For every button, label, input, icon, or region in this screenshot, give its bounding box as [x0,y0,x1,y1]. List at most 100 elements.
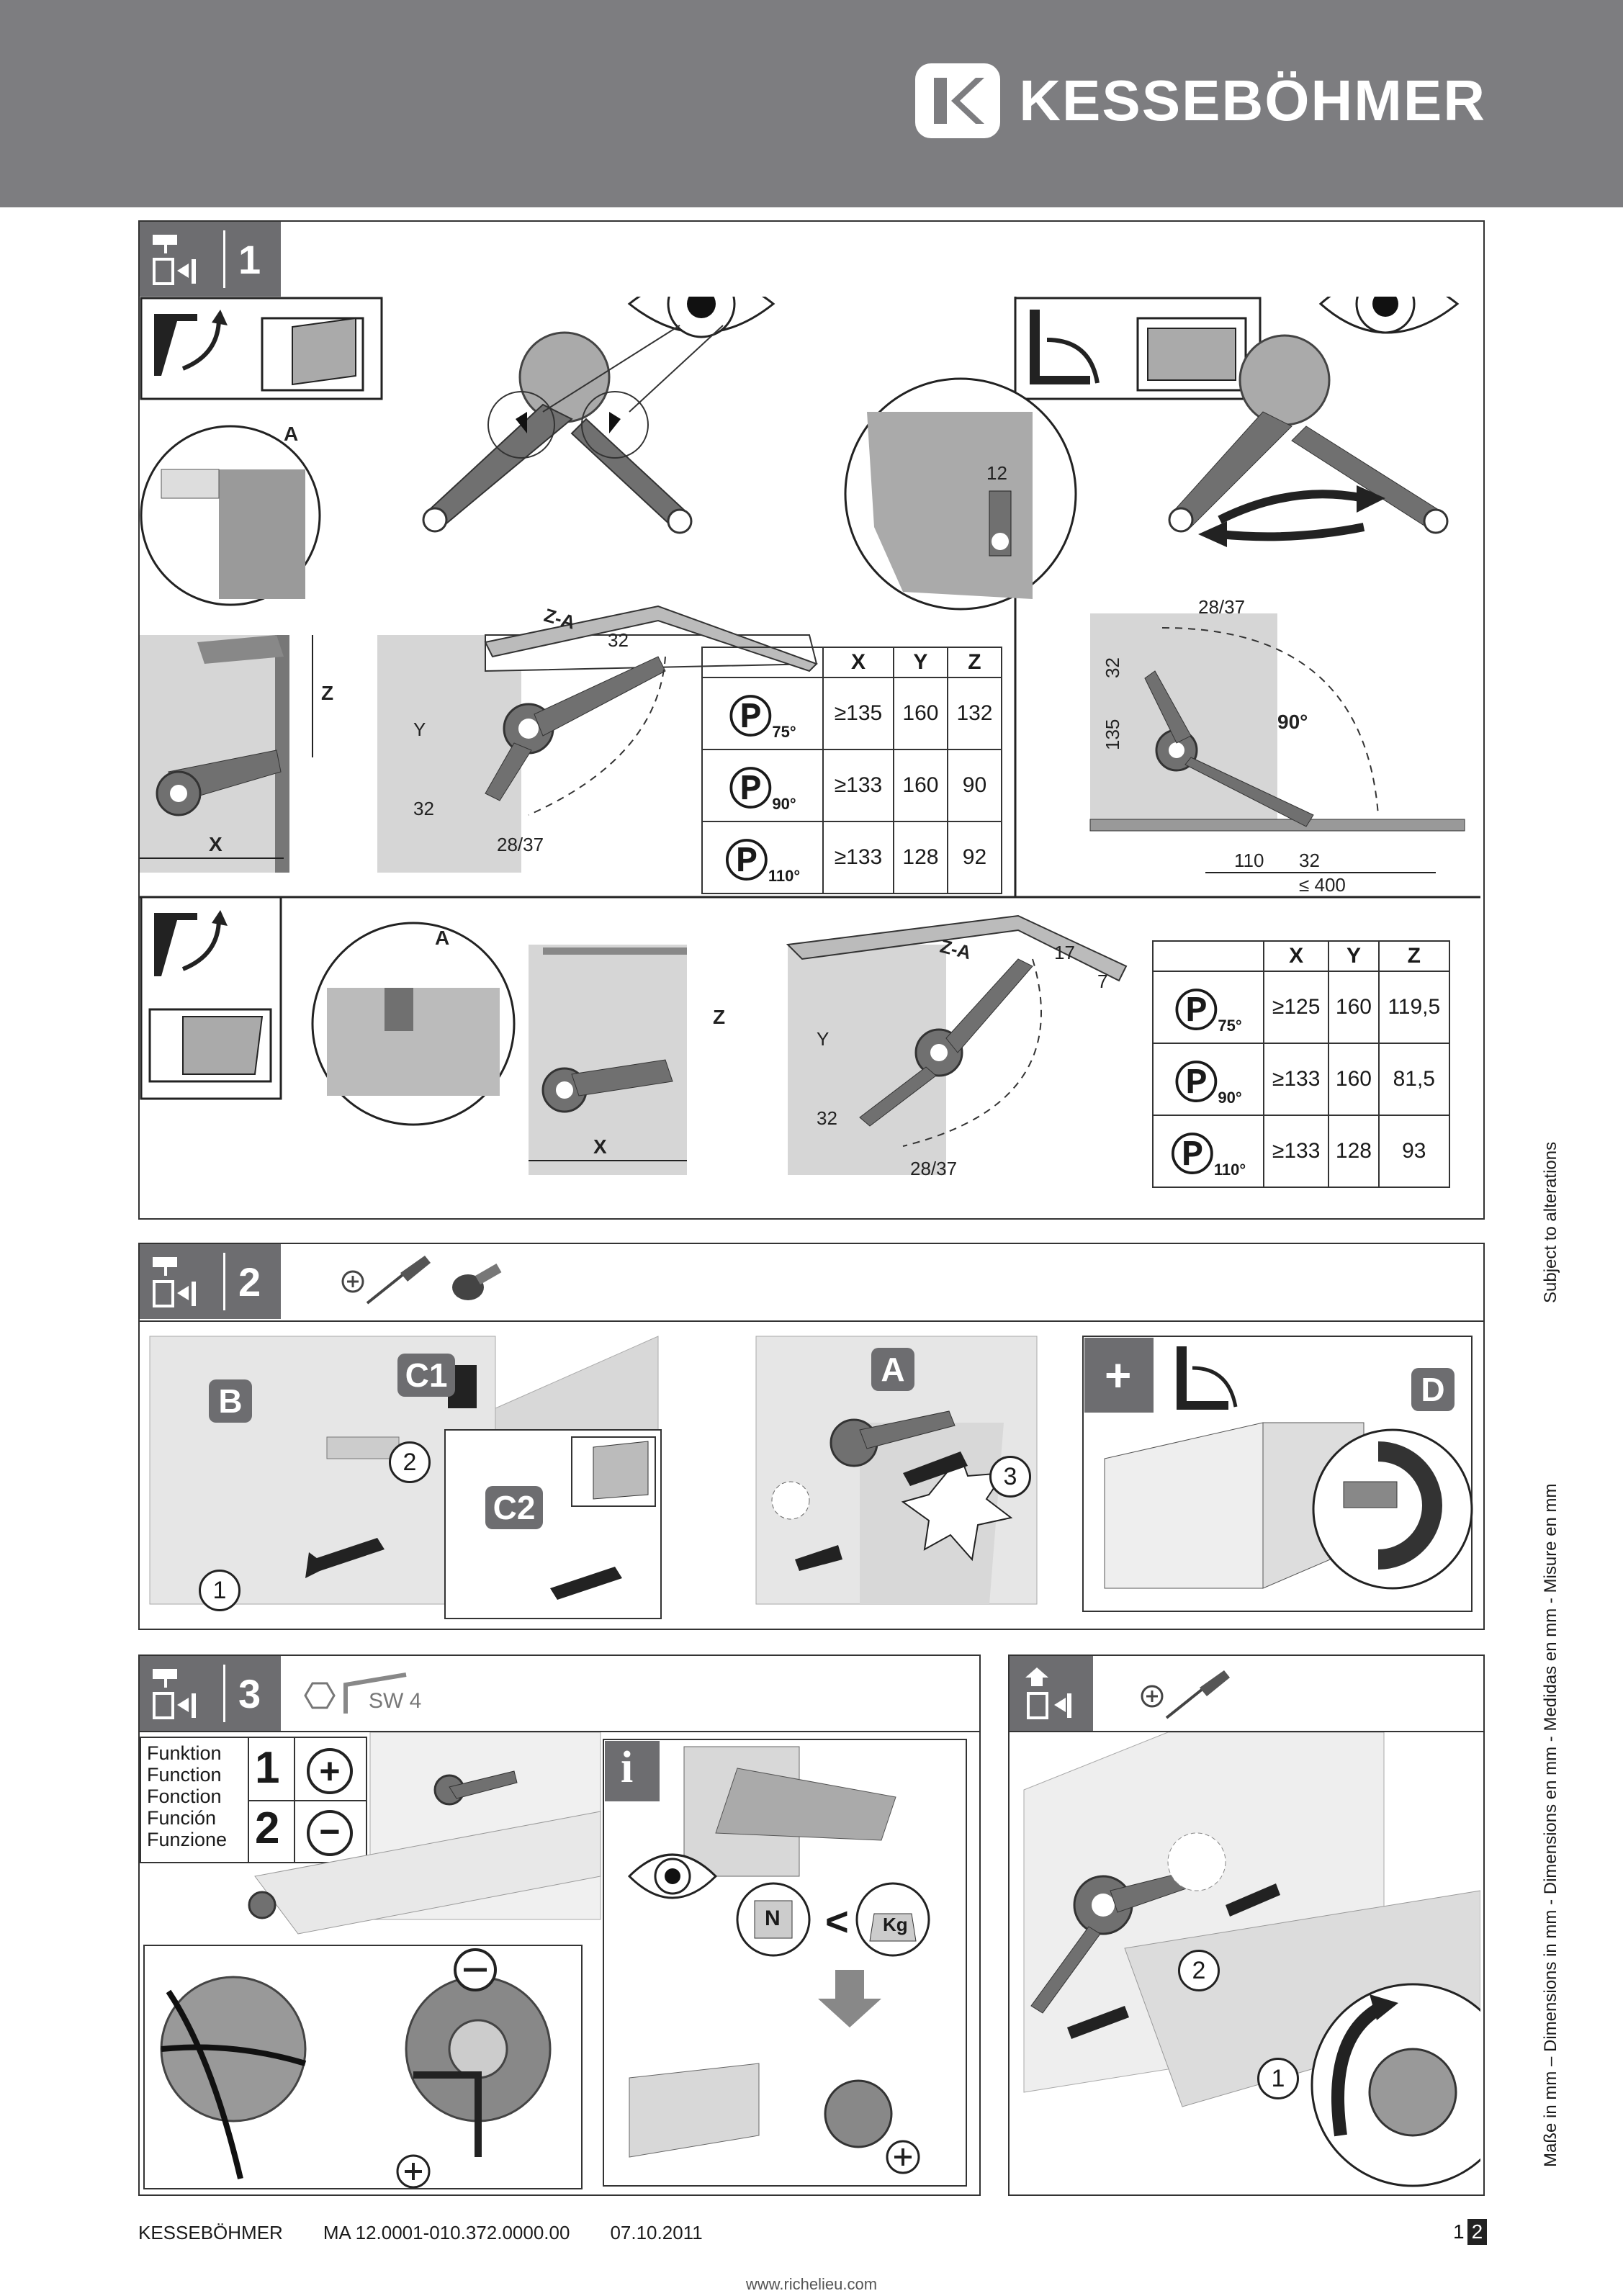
label-c2: C2 [485,1486,543,1529]
dim-z-label: Z [321,682,333,704]
svg-text:≤ 400: ≤ 400 [1299,874,1346,896]
adjust-icon [1025,1667,1071,1719]
eye-diagram-left [422,297,775,534]
svg-text:32: 32 [608,629,629,651]
website: www.richelieu.com [745,2275,878,2293]
mount-icon [153,1669,196,1719]
table-row: Ⓟ110° ≥133 128 93 [1152,1115,1451,1188]
plus-sign: + [1105,1349,1131,1401]
step-4-divider [1008,1731,1485,1732]
angle-90-icon: Ⓟ90° [1152,1043,1264,1116]
minus-icon: − [307,1810,353,1856]
step-4-callout-1: 1 [1257,2058,1299,2099]
col-y: Y [892,647,948,678]
step-3-badge: 3 [140,1656,281,1731]
table-row: Ⓟ90° ≥133 160 81,5 [1152,1043,1451,1116]
kessebohmer-logo [915,63,1001,138]
dimension-table-1: X Y Z Ⓟ75° ≥135 160 132 Ⓟ90° ≥133 160 90… [701,647,1003,894]
mount-icon [153,235,196,285]
svg-text:X: X [593,1135,607,1158]
page-1: 1 [1453,2220,1465,2243]
angle-75-icon: Ⓟ75° [701,677,824,750]
col-z: Z [946,647,1003,678]
callout-2: 2 [389,1441,431,1483]
screw-icon [452,1264,502,1300]
step-1-diagrams: A X Z Y 32 28/37 Z-A 32 12 [140,297,1480,1179]
side-view-lift-lower-center: Y 32 28/37 Z-A 17 7 [786,914,1128,1179]
step-2-diagrams: + [149,1336,1473,1619]
screwdriver-icon-2 [1141,1670,1230,1719]
svg-text:135: 135 [1102,719,1123,750]
side-view-lift-left: X Z [140,635,333,873]
svg-text:Y: Y [413,719,426,740]
svg-text:Z: Z [713,1006,725,1028]
dim-x-label: X [209,833,222,855]
step-1-badge: 1 [140,222,281,297]
page-2-current: 2 [1467,2219,1488,2245]
table-row: Ⓟ75° ≥135 160 132 [701,677,1003,750]
step-2-divider [138,1320,1485,1322]
detail-magnifier-lower: A [311,922,516,1126]
table-row: Ⓟ110° ≥133 128 92 [701,821,1003,894]
callout-3: 3 [989,1456,1031,1498]
legend-number-2: 2 [255,1804,280,1853]
dimensions-note: Maße in mm – Dimensions in mm - Dimensio… [1541,1483,1560,2167]
svg-text:7: 7 [1097,971,1107,992]
brand-name: KESSEBÖHMER [1019,68,1486,132]
legend-words: Funktion Function Fonction Función Funzi… [147,1742,228,1850]
angle-90-icon: Ⓟ90° [701,749,824,822]
plus-icon: + [307,1748,353,1794]
svg-text:Y: Y [817,1028,829,1050]
svg-text:32: 32 [1102,657,1123,678]
callout-1: 1 [199,1570,240,1611]
step-3-divider [138,1731,981,1732]
angle-110-icon: Ⓟ110° [701,821,824,894]
svg-text:28/37: 28/37 [1198,596,1245,618]
table-row: Ⓟ75° ≥125 160 119,5 [1152,971,1451,1044]
detail-magnifier-center: 12 [844,377,1077,611]
angle-75-icon: Ⓟ75° [1152,971,1264,1044]
svg-text:28/37: 28/37 [910,1158,957,1179]
detail-magnifier-left: A [140,423,321,606]
hex-key-icon [304,1673,407,1714]
page-header: KESSEBÖHMER [0,0,1623,207]
table-row: Ⓟ90° ≥133 160 90 [701,749,1003,822]
step-2-badge: 2 [140,1244,281,1319]
svg-text:32: 32 [413,798,434,819]
eye-diagram-right [1168,297,1460,547]
legend-number-1: 1 [255,1743,280,1793]
col-x: X [822,647,894,678]
less-than-sign: < [825,1899,849,1944]
svg-text:17: 17 [1054,942,1075,963]
angle-110-icon: Ⓟ110° [1152,1115,1264,1188]
function-legend: Funktion Function Fonction Función Funzi… [140,1737,367,1863]
svg-text:A: A [435,927,449,949]
info-badge: i [621,1743,634,1792]
side-view-lift-lower-left: X Z [529,945,725,1175]
svg-text:32: 32 [1299,850,1320,871]
mount-icon [153,1257,196,1307]
footer-company: KESSEBÖHMER [138,2222,283,2243]
alterations-note: Subject to alterations [1541,1141,1560,1303]
lift-up-icon [154,310,364,392]
swing-down-icon [1030,310,1247,392]
svg-text:110: 110 [1234,850,1264,871]
dim-a-label: A [284,423,298,445]
hex-key-size: SW 4 [369,1689,422,1713]
step-4-badge [1010,1656,1093,1731]
footer: KESSEBÖHMER MA 12.0001-010.372.0000.00 0… [138,2222,703,2244]
screwdriver-icon [341,1256,431,1305]
step-4-diagram [1023,1732,1480,2187]
footer-doc-number: MA 12.0001-010.372.0000.00 [323,2222,570,2243]
svg-text:12: 12 [986,462,1007,484]
label-c1: C1 [397,1354,455,1397]
step-4-callout-2: 2 [1178,1950,1220,1991]
label-b: B [209,1379,252,1423]
step-1-number: 1 [238,236,261,282]
svg-text:32: 32 [817,1107,837,1129]
lift-up-icon-lower [148,910,272,1083]
dimension-table-2: X Y Z Ⓟ75° ≥125 160 119,5 Ⓟ90° ≥133 160 … [1152,940,1451,1188]
spring-force-label: N [765,1906,781,1930]
label-d: D [1411,1368,1455,1411]
